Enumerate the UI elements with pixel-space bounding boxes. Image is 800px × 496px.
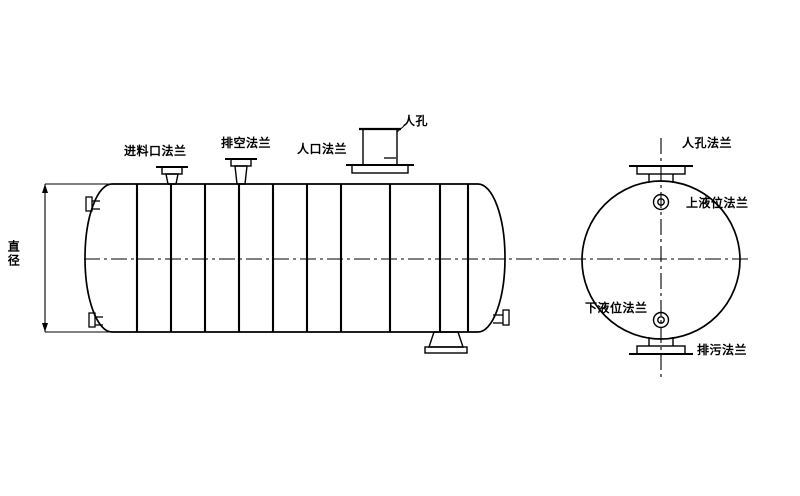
manhole-assembly	[346, 125, 414, 174]
vent-flange	[225, 158, 257, 185]
label-drain-flange: 排污法兰	[697, 343, 748, 357]
tank-shell-outline	[84, 183, 506, 333]
label-vent-flange: 排空法兰	[221, 136, 272, 150]
label-manhole: 人孔	[403, 114, 429, 128]
label-inlet-flange: 人口法兰	[297, 142, 348, 156]
tank-end-circle	[581, 180, 741, 340]
left-lower-nozzle	[88, 312, 103, 328]
left-upper-nozzle	[85, 196, 100, 212]
support-saddle	[424, 331, 468, 354]
drain-flange-fitting	[629, 337, 693, 355]
upper-liquid-level-flange-fitting	[652, 193, 670, 211]
label-lower-liquid-level-flange: 下液位法兰	[585, 301, 648, 315]
diameter-dimension	[42, 183, 113, 333]
label-diameter: 直径	[6, 240, 21, 268]
feed-inlet-flange	[156, 166, 188, 185]
label-manhole-flange: 人孔法兰	[682, 136, 733, 150]
right-nozzle	[493, 309, 510, 326]
label-feed-inlet-flange: 进料口法兰	[124, 144, 187, 158]
tank-ribs	[135, 184, 470, 332]
label-upper-liquid-level-flange: 上液位法兰	[686, 196, 749, 210]
manhole-flange-end-view	[629, 165, 693, 183]
manhole-leader-line	[396, 125, 405, 133]
lower-liquid-level-flange-fitting	[652, 311, 670, 329]
